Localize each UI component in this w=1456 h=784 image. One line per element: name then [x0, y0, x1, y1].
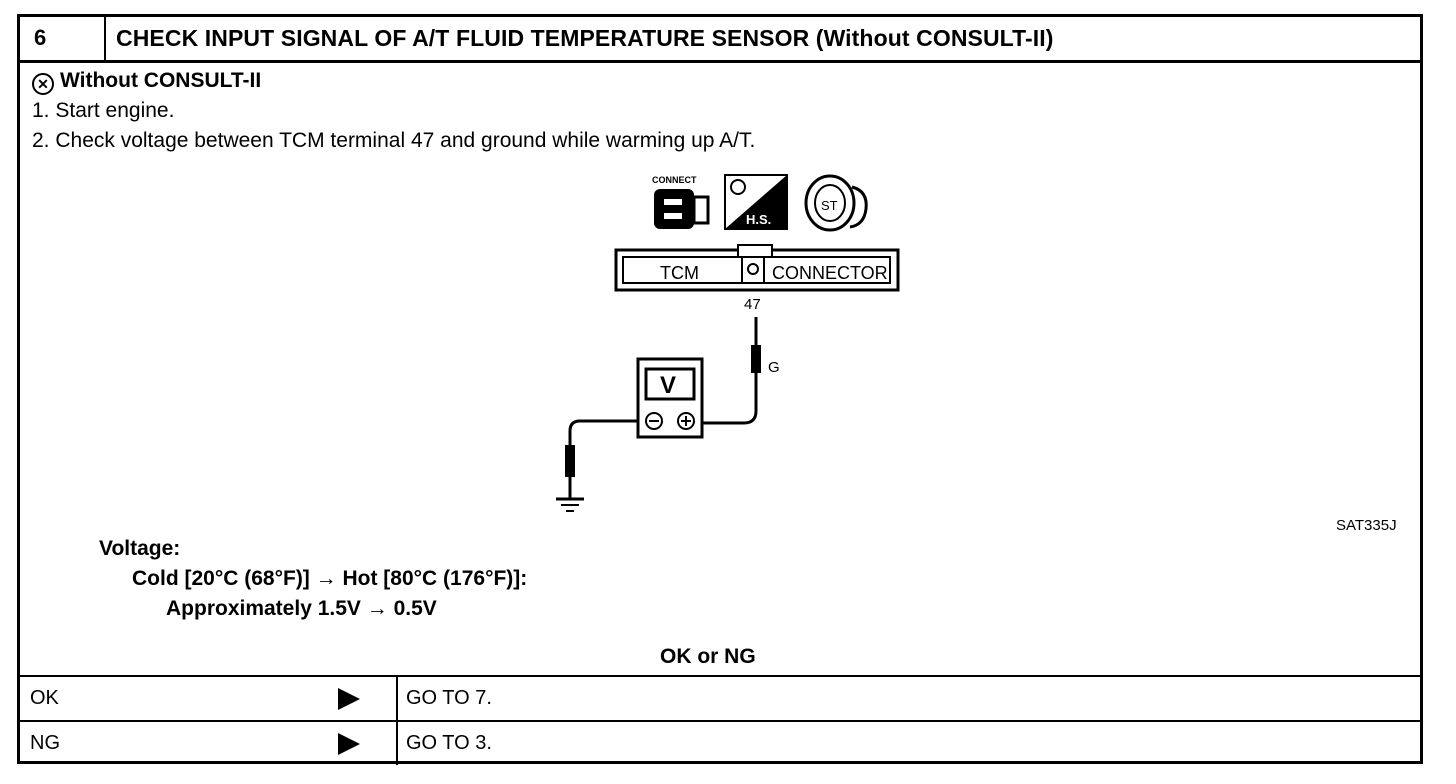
no-consult-icon: ✕: [32, 73, 54, 95]
spec-value: Approximately 1.5V → 0.5V: [166, 597, 437, 620]
hs-label: H.S.: [746, 212, 771, 227]
connector-left-label: TCM: [660, 263, 699, 283]
column-divider: [396, 677, 398, 720]
mode-label: ✕ Without CONSULT-II: [32, 69, 261, 95]
result-row-ok: OK GO TO 7.: [20, 675, 1420, 720]
arrow-icon: [338, 733, 360, 755]
result-ng-label: NG: [30, 732, 60, 754]
ground-probe: [556, 419, 638, 512]
result-row-ng: NG GO TO 3.: [20, 720, 1420, 765]
result-ok-label: OK: [30, 687, 59, 709]
spec-condition: Cold [20°C (68°F)] → Hot [80°C (176°F)]:: [132, 567, 528, 590]
arrow-icon: [338, 688, 360, 710]
column-divider: [396, 722, 398, 765]
terminal-number: 47: [744, 296, 761, 313]
mode-text: Without CONSULT-II: [60, 69, 262, 92]
positive-probe: G: [702, 317, 780, 425]
step-line-2: 2. Check voltage between TCM terminal 47…: [32, 129, 756, 152]
st-label: ST: [821, 198, 838, 213]
result-ng-action: GO TO 3.: [406, 732, 492, 754]
step-line-1: 1. Start engine.: [32, 99, 175, 122]
spec-heading: Voltage:: [99, 537, 181, 560]
tcm-connector: TCM CONNECTOR 47: [614, 244, 900, 313]
figure-id: SAT335J: [1336, 517, 1397, 534]
wire-color-label: G: [768, 359, 780, 376]
voltmeter: V: [636, 357, 704, 439]
result-ok-action: GO TO 7.: [406, 687, 492, 709]
ignition-start-icon: ST: [804, 174, 868, 232]
decision-label: OK or NG: [660, 645, 756, 668]
step-title: CHECK INPUT SIGNAL OF A/T FLUID TEMPERAT…: [116, 25, 1054, 51]
procedure-box: 6 CHECK INPUT SIGNAL OF A/T FLUID TEMPER…: [17, 14, 1423, 765]
connector-right-label: CONNECTOR: [772, 263, 888, 283]
hot-engine-icon: H.S.: [724, 174, 788, 230]
connect-icon: CONNECT: [652, 175, 710, 229]
connect-label: CONNECT: [652, 175, 697, 185]
step-number: 6: [20, 17, 106, 60]
meter-label: V: [660, 372, 676, 399]
wiring-diagram: CONNECT H.S. ST TCM: [556, 174, 900, 512]
step-header: 6 CHECK INPUT SIGNAL OF A/T FLUID TEMPER…: [20, 17, 1420, 63]
